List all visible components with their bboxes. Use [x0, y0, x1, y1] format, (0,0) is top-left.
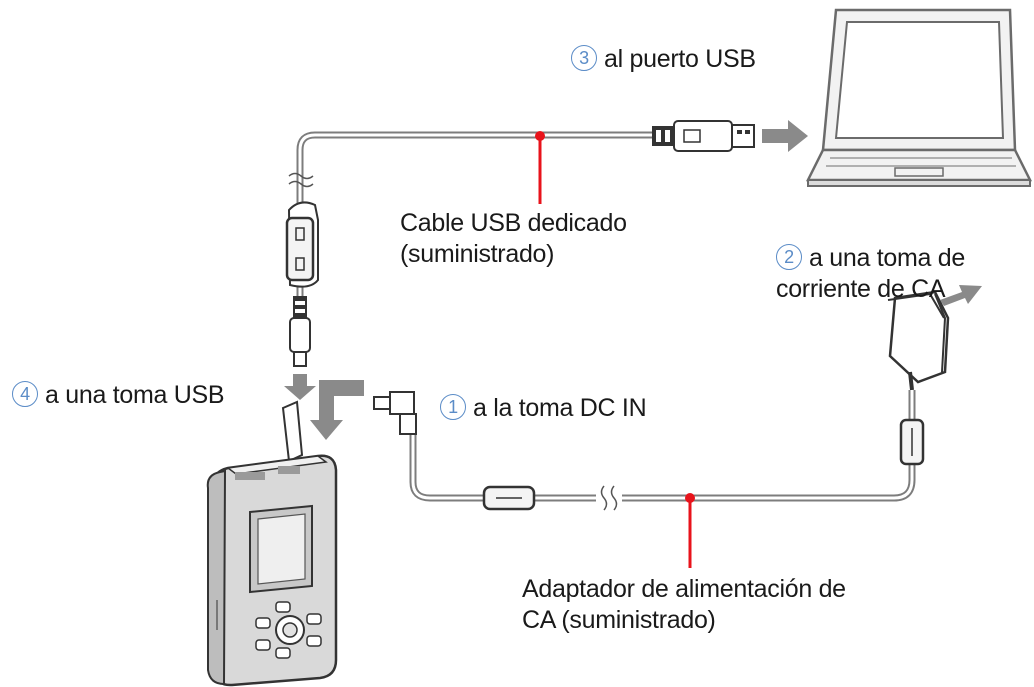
step-4-label: 4 a una toma USB: [12, 380, 225, 411]
step-1-number: 1: [440, 394, 466, 420]
ac-adapter-icon: [887, 290, 950, 391]
step-4-text: a una toma USB: [45, 381, 225, 409]
ac-adapter-label-line2: CA (suministrado): [522, 606, 716, 634]
usb-cable-label-line2: (suministrado): [400, 240, 555, 268]
callout-ac-adapter: [685, 493, 695, 568]
arrow-down-usb: [284, 374, 316, 400]
step-2-label: 2 a una toma de corriente de CA: [776, 243, 965, 305]
step-2-text-line1: a una toma de: [809, 244, 965, 272]
usb-a-plug-icon: [652, 120, 755, 152]
ferrite-core-adapter-icon: [899, 418, 925, 466]
usb-plug-icon: [289, 296, 311, 367]
ferrite-core-ac-icon: [482, 485, 536, 511]
callout-usb-cable: [535, 131, 545, 204]
usb-cable-label-line1: Cable USB dedicado: [400, 209, 627, 237]
media-player-icon: [206, 400, 338, 687]
dc-plug-icon: [373, 391, 417, 435]
usb-cable-callout: Cable USB dedicado (suministrado): [400, 208, 627, 270]
step-2-number: 2: [776, 244, 802, 270]
arrow-right-usb: [762, 120, 808, 152]
arrow-dc-in: [310, 380, 364, 440]
step-4-number: 4: [12, 381, 38, 407]
step-3-label: 3 al puerto USB: [571, 44, 756, 75]
laptop-icon: [805, 8, 1033, 187]
step-3-number: 3: [571, 45, 597, 71]
usb-cable: [288, 131, 655, 310]
arrow-to-outlet: [940, 285, 982, 306]
step-3-text: al puerto USB: [604, 45, 756, 73]
ac-adapter-label-line1: Adaptador de alimentación de: [522, 575, 846, 603]
step-2-text-line2: corriente de CA: [776, 275, 946, 303]
step-1-label: 1 a la toma DC IN: [440, 393, 647, 424]
ac-adapter-callout: Adaptador de alimentación de CA (suminis…: [522, 574, 846, 636]
ferrite-core-icon: [285, 201, 319, 288]
ac-cable: [409, 390, 916, 511]
step-1-text: a la toma DC IN: [473, 394, 647, 422]
